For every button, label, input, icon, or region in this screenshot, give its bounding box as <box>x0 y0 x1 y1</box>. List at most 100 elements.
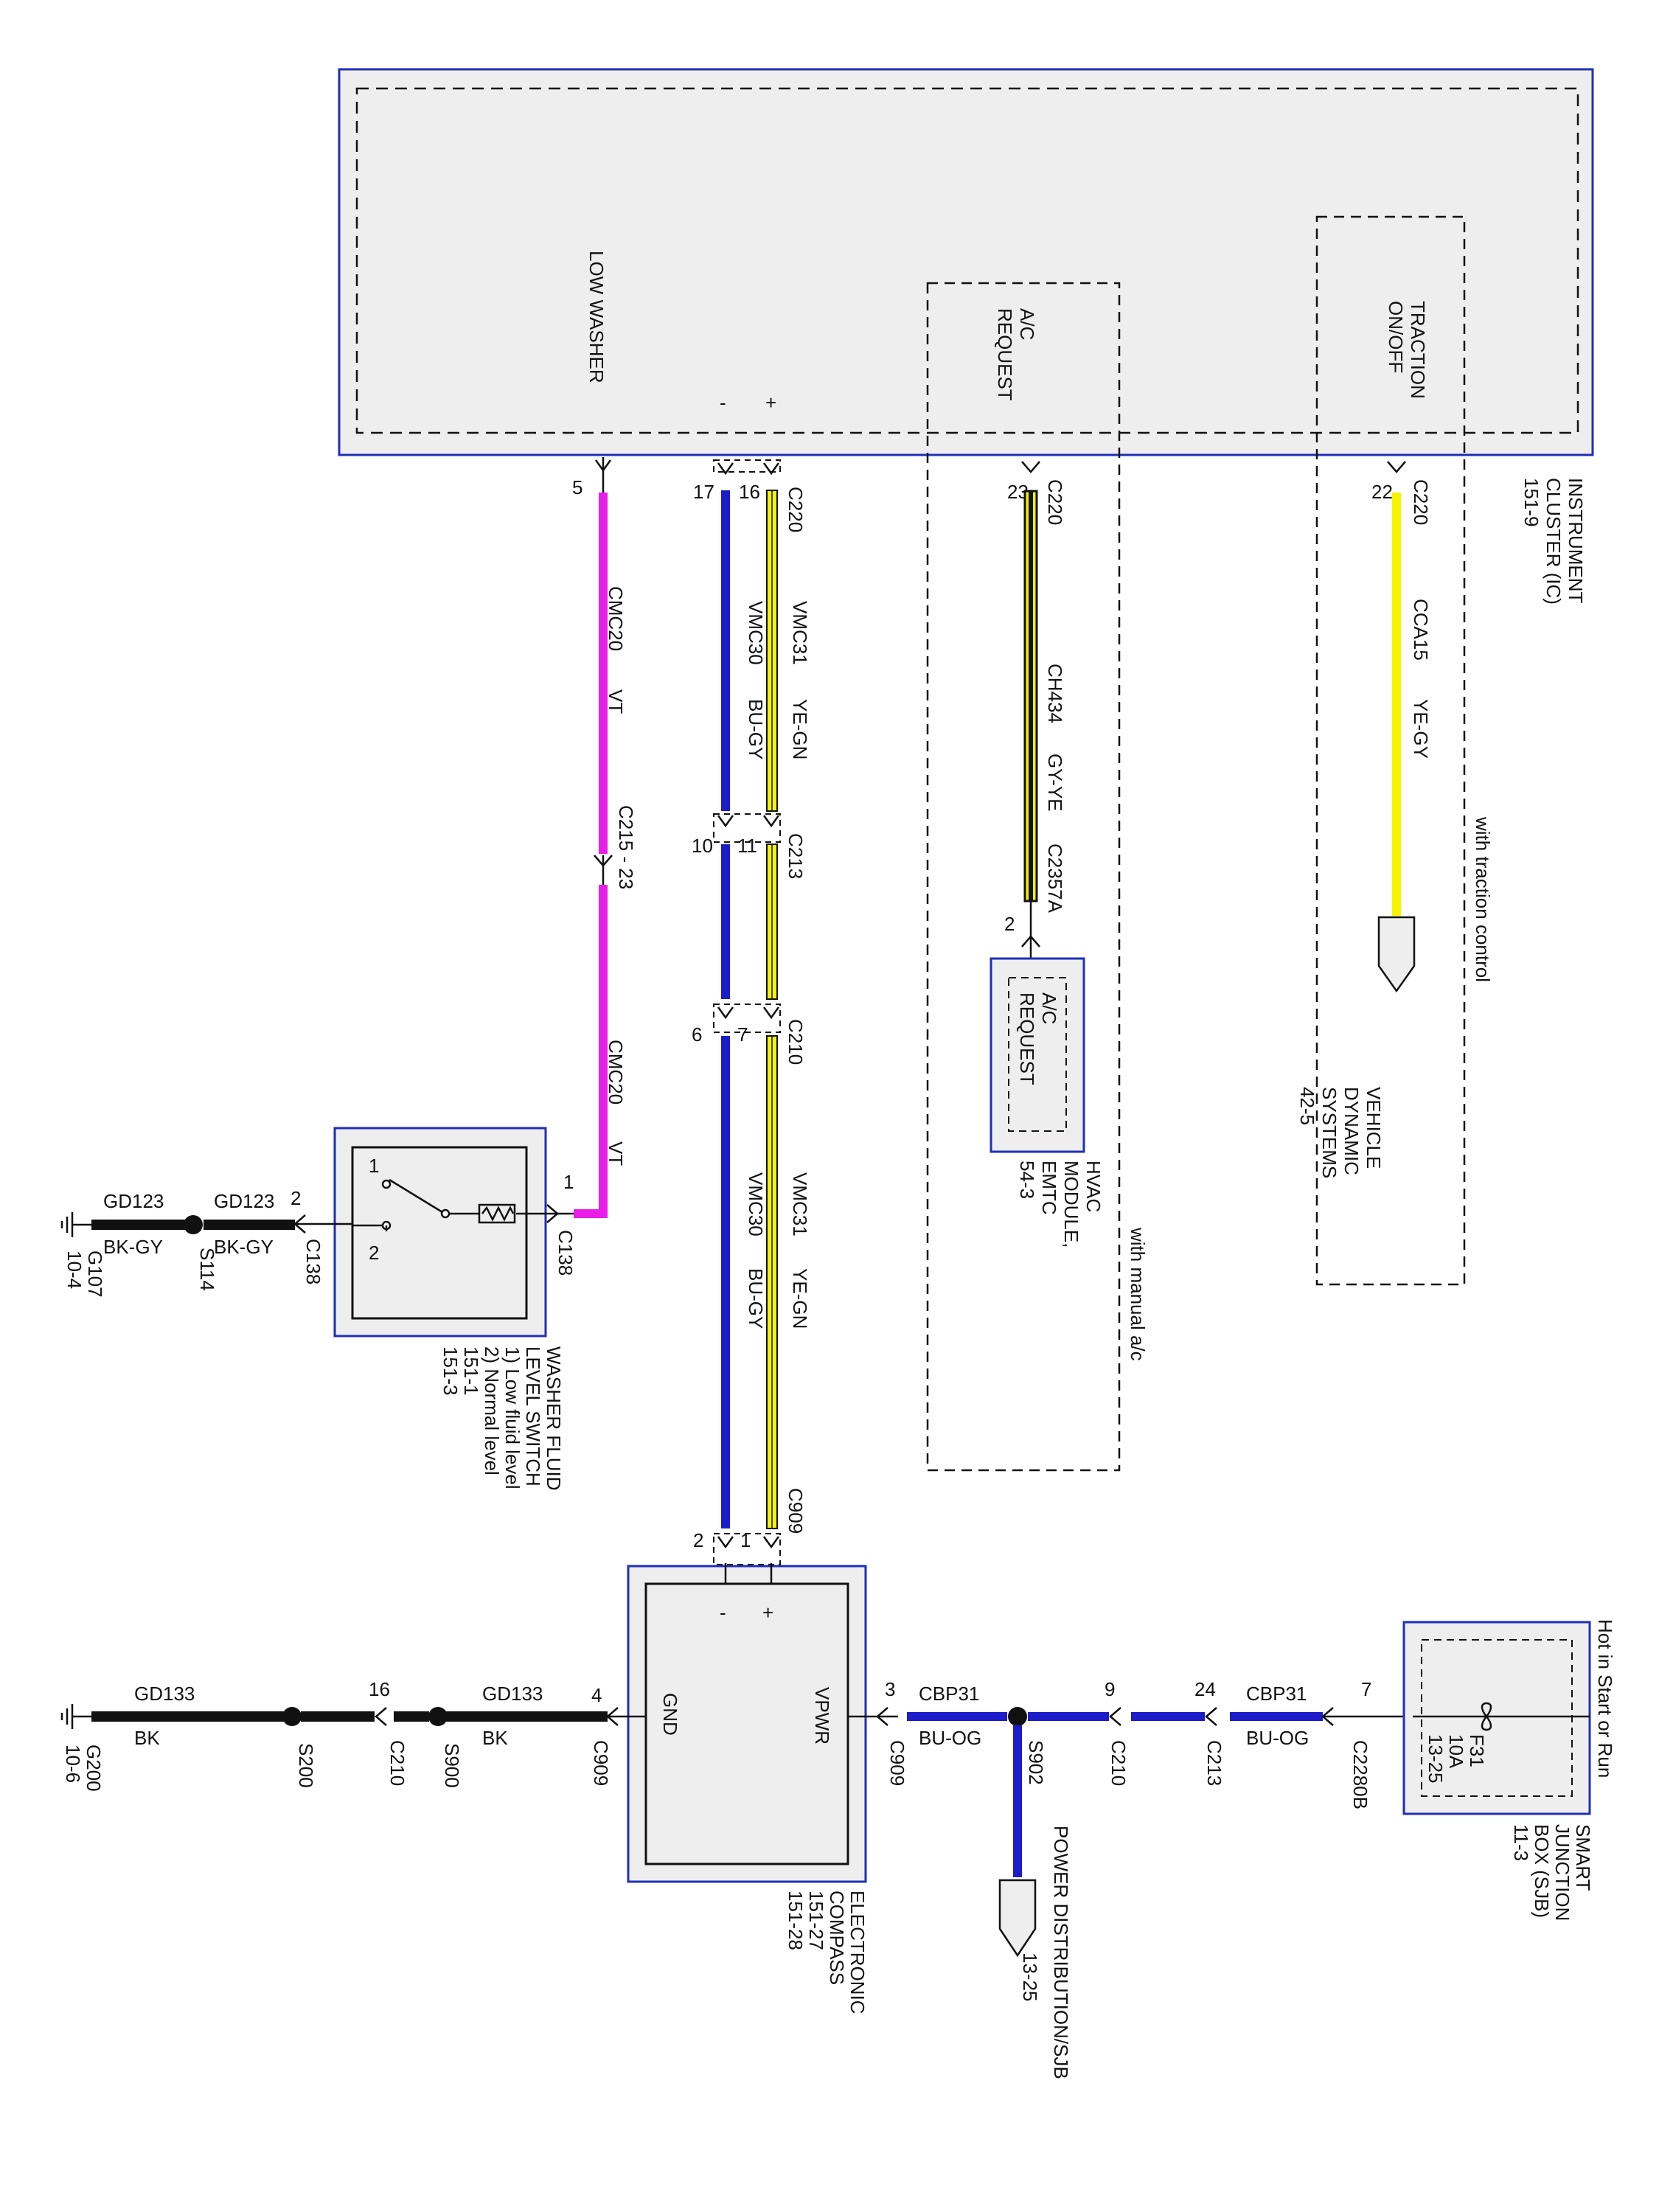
compass-inner <box>644 1582 849 1865</box>
washer-c138-label: C138 <box>302 1239 324 1284</box>
c210-pin-6: 6 <box>692 1023 702 1046</box>
s902-label: S902 <box>1025 1740 1047 1785</box>
pd-label-1: POWER DISTRIBUTION/SJB <box>1050 1826 1072 2079</box>
cbp31-color-a: BU-OG <box>919 1727 981 1749</box>
vmc30-pin-arrow <box>717 462 734 476</box>
c213-shell <box>713 813 781 843</box>
low-washer-label: LOW WASHER <box>585 251 608 383</box>
power-distribution-page-ref-icon <box>998 1879 1037 1958</box>
ac-c2357a-label: C2357A <box>1044 844 1066 914</box>
cbp31-label-b: CBP31 <box>1246 1683 1307 1705</box>
c210-gnd-pin: 16 <box>369 1678 390 1700</box>
c2280b-pin: 7 <box>1361 1678 1371 1700</box>
switch-pivot-icon <box>440 1208 451 1219</box>
c909-pin-1: 1 <box>740 1529 751 1551</box>
electronic-compass: - + VPWR GND ELECTRONIC COMPASS 151-27 1… <box>627 1563 869 2014</box>
gnd-pin-4: 4 <box>591 1684 602 1706</box>
vds-label-2: DYNAMIC <box>1340 1087 1363 1175</box>
vpwr-c909-arrow <box>876 1707 888 1726</box>
c213-pin-11: 11 <box>737 835 757 857</box>
gd123-wire-a <box>204 1220 295 1230</box>
hvac-title-3: EMTC <box>1038 1161 1060 1215</box>
washer-circuit-label-2: CMC20 <box>605 1040 627 1105</box>
c210-shell <box>713 1004 781 1033</box>
c909-arrow-a <box>717 1536 734 1549</box>
c909-label: C909 <box>785 1488 807 1534</box>
vmc30-pin-17: 17 <box>693 481 714 503</box>
ac-circuit-label: CH434 <box>1044 664 1066 723</box>
switch-contact-1-label: 1 <box>369 1155 379 1177</box>
gd133-wire-b <box>394 1711 429 1722</box>
compass-title-3: 151-27 <box>805 1891 827 1950</box>
fuse-label-2: 10A <box>1445 1734 1467 1769</box>
washer-color-label-2: VT <box>605 1141 627 1166</box>
pd-label-2: 13-25 <box>1019 1952 1041 2002</box>
s114-label: S114 <box>196 1248 218 1291</box>
traction-circuit-label: CCA15 <box>1410 599 1432 661</box>
cbp31-branch-wire <box>1013 1725 1022 1877</box>
c210-pwr-arrow <box>1109 1707 1121 1726</box>
gd133-wire-a <box>445 1711 608 1722</box>
vmc30-color-label-2: BU-GY <box>745 1268 767 1329</box>
washer-switch-title-4: 2) Normal level <box>481 1346 503 1475</box>
switch-contact-1-icon <box>381 1179 392 1189</box>
gd133-color-a: BK <box>482 1727 508 1749</box>
traction-condition-box <box>1315 215 1466 1286</box>
vmc31-pin-16: 16 <box>739 481 760 503</box>
gd133-wire-d <box>91 1711 285 1722</box>
hvac-inner-label-2: REQUEST <box>1016 992 1038 1085</box>
gd123-color-a: BK-GY <box>214 1236 274 1258</box>
compass-plus-label: + <box>762 1601 773 1624</box>
cbp31-wire-b <box>1028 1712 1109 1721</box>
ic-ac-label-1: A/C <box>1016 308 1038 340</box>
ac-pin-2: 2 <box>1004 913 1015 935</box>
sjb-title-2: JUNCTION <box>1551 1824 1573 1921</box>
g200-label-2: 10-6 <box>62 1745 84 1783</box>
vmc30-wire-1 <box>721 490 730 811</box>
vmc30-color-label: BU-GY <box>745 699 767 759</box>
vpwr-pin-3: 3 <box>885 1678 895 1700</box>
gd133-label-a: GD133 <box>482 1683 543 1705</box>
cbp31-wire-d <box>1230 1712 1323 1721</box>
gd133-color-b: BK <box>134 1727 160 1749</box>
hvac-title-1: HVAC <box>1082 1161 1105 1212</box>
resistor-zigzag <box>481 1206 515 1222</box>
washer-switch-title-3: 1) Low fluid level <box>501 1346 524 1489</box>
s902-splice-icon <box>1008 1707 1027 1726</box>
s900-splice-icon <box>428 1707 448 1726</box>
cbp31-wire-c <box>1131 1712 1205 1721</box>
vds-label-3: SYSTEMS <box>1318 1087 1340 1178</box>
sjb-internal-boundary <box>1421 1639 1573 1797</box>
c213-arrow-a <box>717 815 734 828</box>
sjb-box <box>1402 1621 1591 1815</box>
sjb-title-3: BOX (SJB) <box>1531 1824 1553 1918</box>
traction-wire-ye-gy <box>1392 493 1401 916</box>
vpwr-c909-label: C909 <box>886 1740 908 1786</box>
c909-shell <box>713 1533 781 1565</box>
compass-title-1: ELECTRONIC <box>846 1891 869 2014</box>
washer-switch-title-1: WASHER FLUID <box>543 1346 565 1491</box>
resistor-icon <box>478 1203 516 1224</box>
gd133-label-b: GD133 <box>134 1683 195 1705</box>
c210-pwr-pin: 9 <box>1105 1678 1115 1700</box>
traction-color-label: YE-GY <box>1410 699 1432 759</box>
compass-title-4: 151-28 <box>785 1891 807 1950</box>
c138-pin-1: 1 <box>563 1171 574 1193</box>
ic-traction-label-1: TRACTION <box>1407 301 1429 399</box>
c215-label: C215 - 23 <box>615 805 637 889</box>
cbp31-wire-a <box>907 1712 1007 1721</box>
c213-pin-10: 10 <box>692 835 713 857</box>
gd133-wire-c <box>301 1711 375 1722</box>
washer-circuit-label: CMC20 <box>605 586 627 651</box>
vmc31-circuit-label-2: VMC31 <box>789 1172 811 1237</box>
vmc30-circuit-label-2: VMC30 <box>745 1172 767 1237</box>
cbp31-color-b: BU-OG <box>1246 1727 1309 1749</box>
hvac-module-box <box>990 957 1085 1153</box>
ac-c220-label: C220 <box>1044 479 1066 525</box>
compass-vpwr-label: VPWR <box>811 1687 833 1745</box>
switch-blade-icon <box>389 1178 443 1214</box>
c909-arrow-b <box>762 1536 780 1549</box>
compass-title-2: COMPASS <box>826 1891 848 1985</box>
hvac-inner-label-1: A/C <box>1038 992 1060 1024</box>
washer-pin2-label: 2 <box>291 1187 301 1209</box>
